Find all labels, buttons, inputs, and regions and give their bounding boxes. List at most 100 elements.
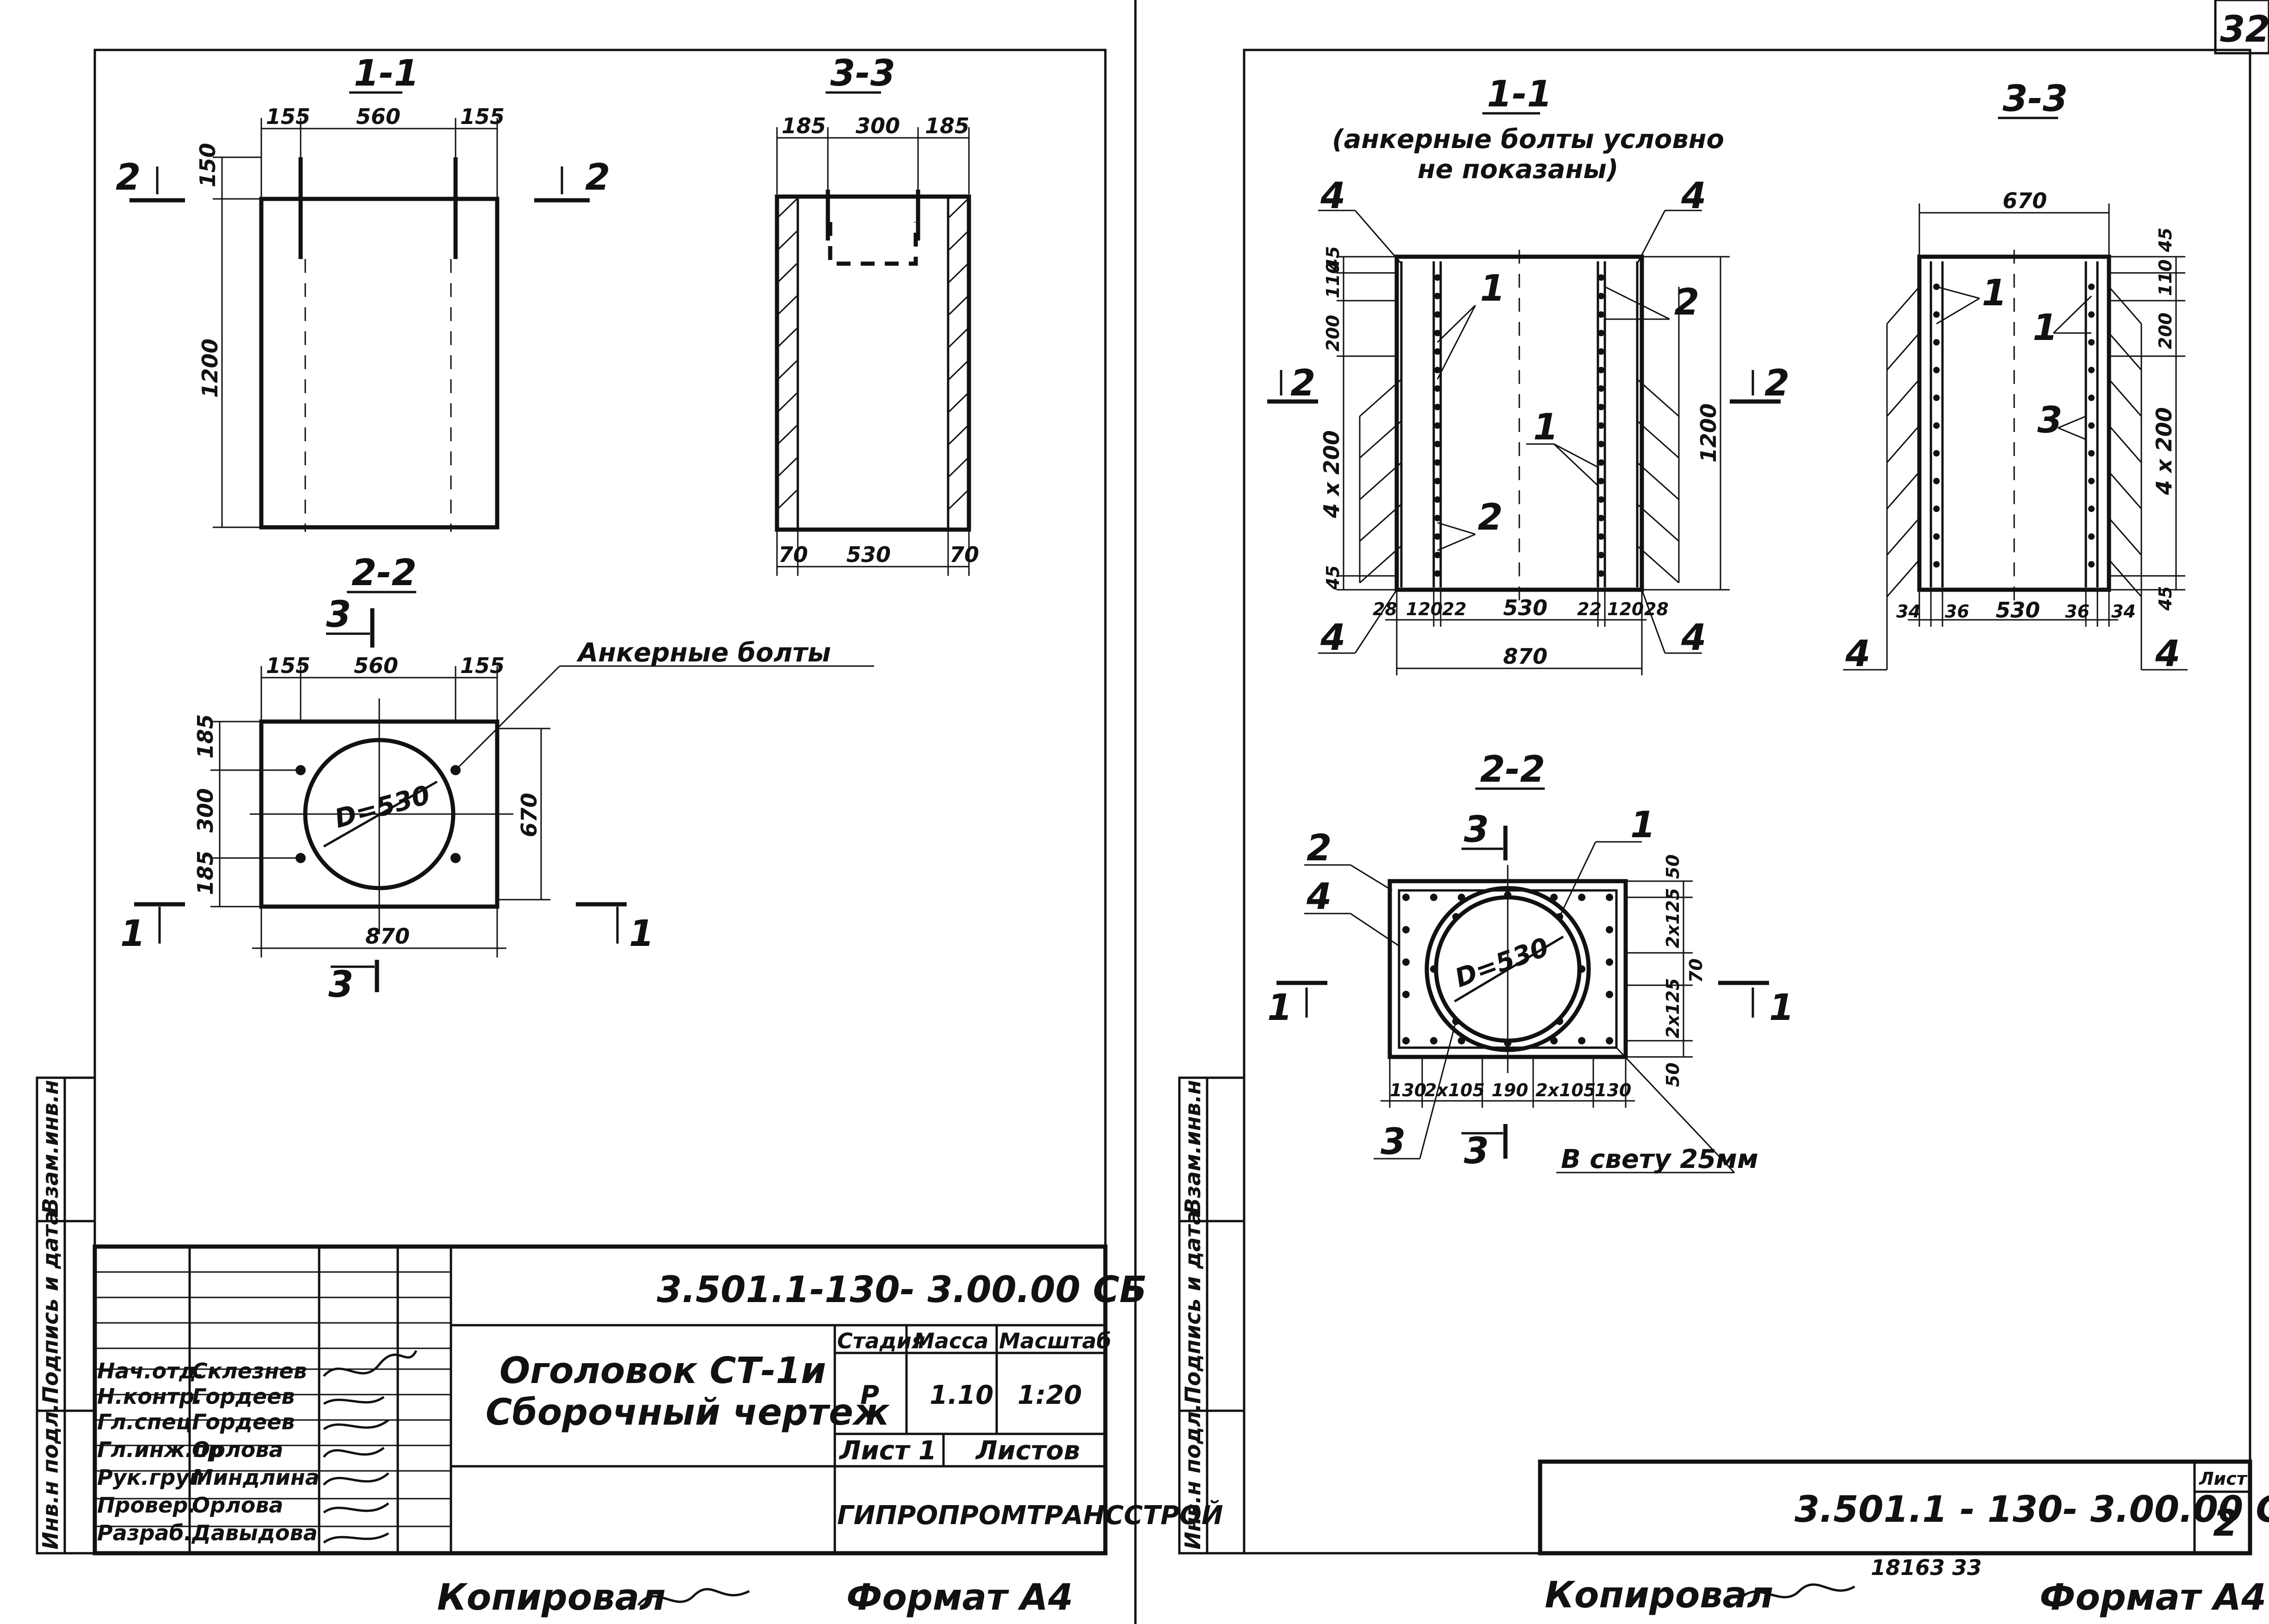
dim-label: 45 [1323,565,1343,590]
sheet-label: Лист [2199,1469,2248,1489]
diameter-label: D=530 [1451,932,1553,994]
dim-label: 2x125 [1663,978,1683,1038]
person-name: Давыдова [191,1520,318,1545]
dim-label: 2x125 [1663,888,1683,948]
pos-label: 2 [1478,497,1503,538]
person-name: Миндлина [192,1465,320,1490]
section-title: 2-2 [351,552,417,594]
role-label: Нач.отд. [97,1358,204,1383]
right-sheet: 3 2 1-1 (анкерные болты условно не показа… [1178,0,2269,1618]
dim-label: 50 [1663,854,1683,879]
section-note: не показаны) [1418,154,1618,185]
role-label: Рук.груп [97,1465,204,1490]
pos-label: 3 [2037,400,2062,441]
dim-label: 2x105 [1424,1080,1485,1100]
stamp-label: Подпись и дата [38,1210,63,1404]
format-label: Формат А4 [2040,1577,2266,1618]
cut-label: 2 [585,157,610,198]
right-side-stamp: Инв.н подл. Подпись и дата Взам.инв.н [1178,1076,1245,1555]
right-footer: Копировал 18163 33 Формат А4 [1545,1555,2266,1618]
dim-label: 150 [195,143,220,187]
pos-label: 1 [1533,407,1558,448]
cut-label: 3 [326,594,351,636]
pos-label: 1 [1630,804,1655,846]
stamp-label: Взам.инв.н [1180,1080,1205,1214]
dim-label: 155 [460,653,505,678]
mass-value: 1.10 [930,1380,993,1410]
callout-label: Анкерные болты [576,638,831,668]
dim-label: 110 [1323,262,1343,298]
dim-label: 1200 [197,339,222,398]
dim-label: 1200 [1696,403,1721,463]
wall-hatch-right [948,198,969,510]
right-title-block: 3.501.1 - 130- 3.00.00 СБ Лист 2 [1538,1459,2269,1556]
dim-label: 45 [1323,246,1343,271]
mass-header: Масса [913,1328,988,1353]
pos-label: 2 [1307,827,1332,869]
dim-label: 28 [1373,599,1397,619]
dim-label: 36 [1945,601,1969,622]
cut-label: 3 [1464,1130,1489,1172]
left-section-2-2: 2-2 3 155 560 155 D=530 [120,552,874,1006]
organization: ГИПРОПРОМТРАНССТРОЙ [837,1500,1223,1531]
pos-label: 4 [1845,633,1870,675]
dim-label: 530 [1503,595,1548,620]
pos-label: 3 [1381,1121,1406,1163]
title-line-1: Оголовок СТ-1и [499,1350,826,1392]
cut-label: 3 [1464,809,1489,851]
person-name: Орлова [192,1437,283,1462]
dim-label: 200 [1323,315,1343,352]
title-line-2: Сборочный чертеж [486,1392,890,1433]
dim-label: 130 [1595,1080,1631,1100]
dim-label: 185 [782,113,826,138]
left-sheet-frame [93,49,1107,1555]
person-name: Гордеев [192,1384,295,1409]
dim-label: 870 [365,924,410,949]
sheet-number: 2 [2213,1503,2238,1544]
pos-label: 1 [1982,272,2007,314]
copied-by-label: Копировал [1545,1575,1773,1616]
scale-header: Масштаб [999,1328,1111,1353]
cut-label: 1 [629,913,654,955]
role-label: Гл.инж.пр [97,1437,223,1462]
pos-label: 4 [1306,876,1332,918]
dim-label: 22 [1442,599,1467,619]
dim-label: 155 [266,104,310,129]
dim-label: 200 [2155,313,2176,349]
right-section-3-3: 3-3 670 [1843,78,2188,675]
section-note: (анкерные болты условно [1332,124,1724,154]
people-list: Нач.отд. Склезнев Н.контр. Гордеев Гл.сп… [97,1358,320,1545]
dim-label: 185 [193,851,218,895]
section-outline [775,194,971,532]
dim-label: 185 [193,714,218,759]
cut-label: 2 [1290,363,1315,404]
stamp-label: Подпись и дата [1180,1210,1205,1404]
dim-label: 110 [2155,259,2176,296]
dim-label: 130 [1390,1080,1426,1100]
dim-label: 120 [1607,599,1644,619]
cut-label: 2 [1764,363,1789,404]
dim-label: 34 [2111,601,2136,622]
diameter-label: D=530 [332,780,433,834]
dim-label: 670 [2003,188,2047,213]
signature-scribbles [323,1350,418,1544]
section-title: 2-2 [1480,749,1545,790]
left-footer: Копировал Формат А4 [437,1577,1073,1618]
order-number: 18163 33 [1871,1555,1982,1580]
page-number-box [2214,0,2269,55]
role-label: Гл.спец. [97,1409,200,1434]
cut-label: 2 [116,157,141,198]
dim-label: 28 [1644,599,1669,619]
dim-label: 870 [1503,644,1548,669]
section-title: 3-3 [830,53,895,94]
section-title: 3-3 [2003,78,2068,120]
stamp-label: Взам.инв.н [38,1080,63,1214]
pos-label: 1 [2033,307,2058,349]
stage-header: Стадия [837,1328,925,1353]
dim-label: 36 [2065,601,2090,622]
doc-code: 3.501.1 - 130- 3.00.00 СБ [1794,1489,2269,1531]
dim-label: 185 [925,113,969,138]
head-body [259,197,499,530]
right-section-1-1: 1-1 (анкерные болты условно не показаны) [1267,74,1789,675]
